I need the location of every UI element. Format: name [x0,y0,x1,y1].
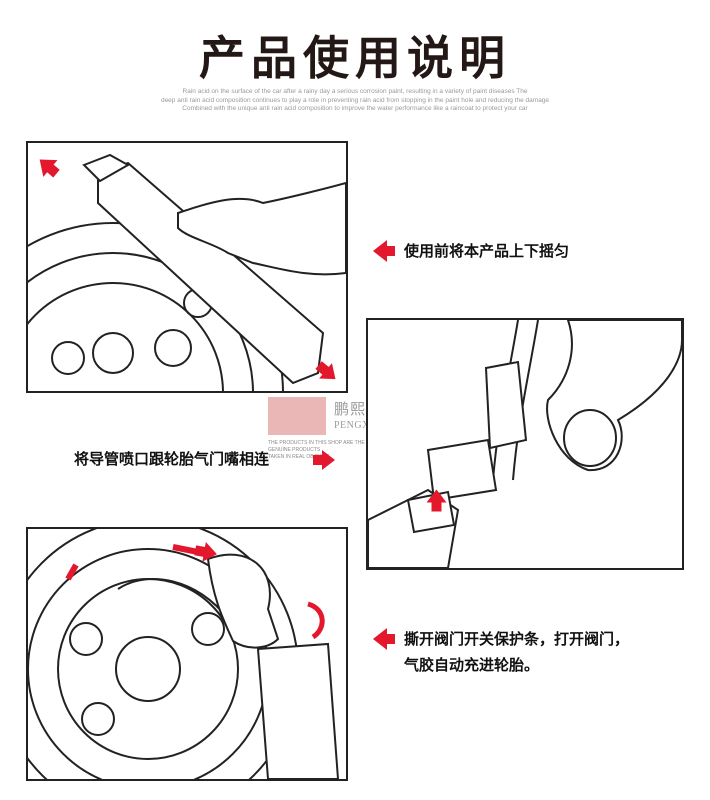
watermark-note-line: THE PRODUCTS IN THIS SHOP ARE THE OFFICI… [268,440,389,453]
red-mark-icon [65,563,79,581]
red-arrow-left-icon [373,240,395,262]
step3-illustration [26,527,348,781]
nozzle [484,360,528,450]
hand [177,181,346,276]
hand [206,553,280,649]
step2-text: 将导管喷口跟轮胎气门嘴相连 [74,450,270,468]
tire-inner [28,252,254,391]
brand-logo-icon [268,397,326,435]
step3-line: 气胶自动充进轮胎。 [404,656,540,674]
spray-can [97,161,325,385]
tire-outline [28,222,284,391]
subtitle-line: Combined with the unique anti rain acid … [182,105,528,112]
step1-text: 使用前将本产品上下摇匀 [404,242,570,260]
step2-illustration [366,318,684,570]
subtitle-text: Rain acid on the surface of the car afte… [150,88,560,114]
watermark-note: THE PRODUCTS IN THIS SHOP ARE THE OFFICI… [268,440,408,461]
shake-can-drawing [28,153,346,391]
thumbnail [563,409,617,467]
subtitle-line: Rain acid on the surface of the car afte… [182,88,528,95]
subtitle-line: deep anti rain acid composition continue… [160,96,550,104]
spray-can [256,642,340,779]
red-arrow-left-icon [373,628,395,650]
red-arrow-right-icon [426,489,447,503]
red-curved-arrow-icon [307,601,325,640]
step3-line: 撕开阀门开关保护条，打开阀门， [404,630,630,648]
rim-outline [28,282,224,391]
hand [546,320,682,472]
watermark-note-line: TAKEN IN REAL OBJECTS [268,454,330,460]
step3-text: 撕开阀门开关保护条，打开阀门， 气胶自动充进轮胎。 [404,626,629,678]
open-valve-drawing [28,529,340,779]
red-arrow-right-icon [313,450,335,470]
connect-hose-drawing [368,320,682,568]
page-title: 产品使用说明 [199,31,511,85]
rim-outline [57,578,239,760]
step1-illustration [26,141,348,393]
